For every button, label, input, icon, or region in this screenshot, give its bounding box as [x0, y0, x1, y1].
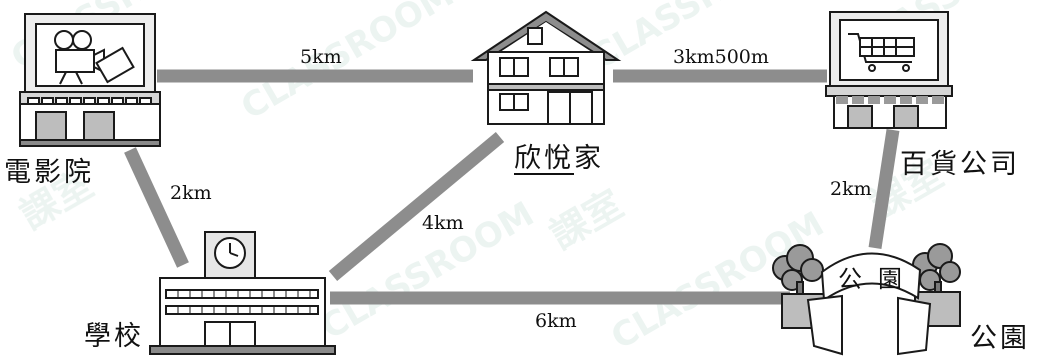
home-building [470, 10, 622, 125]
label-home-suffix: 家 [574, 143, 604, 174]
school-building [149, 231, 336, 355]
road-cinema-school [124, 147, 189, 268]
department-store-building [825, 11, 953, 129]
road-store-park [868, 129, 900, 249]
road-school-home [328, 132, 505, 281]
label-park: 公園 [970, 323, 1030, 354]
watermark-cn: 課室 [543, 182, 631, 258]
distance-school-home: 4km [422, 212, 464, 234]
distance-cinema-school: 2km [170, 182, 212, 204]
watermark-text: CLASSROOM [235, 0, 461, 128]
distance-home-store: 3km500m [673, 46, 769, 68]
roads [124, 69, 900, 305]
label-home: 欣悅家 [514, 136, 604, 175]
park-sign-char-2: 園 [878, 265, 902, 293]
park-gate [772, 243, 961, 356]
distance-school-park: 6km [535, 310, 577, 332]
park-sign-char-1: 公 [838, 265, 862, 293]
distance-cinema-home: 5km [300, 46, 342, 68]
label-department-store: 百貨公司 [900, 149, 1020, 180]
distance-store-park: 2km [830, 178, 872, 200]
label-home-name: 欣悅 [514, 143, 574, 174]
cinema-building [19, 13, 161, 147]
label-school: 學校 [84, 321, 144, 352]
label-cinema: 電影院 [4, 157, 94, 188]
